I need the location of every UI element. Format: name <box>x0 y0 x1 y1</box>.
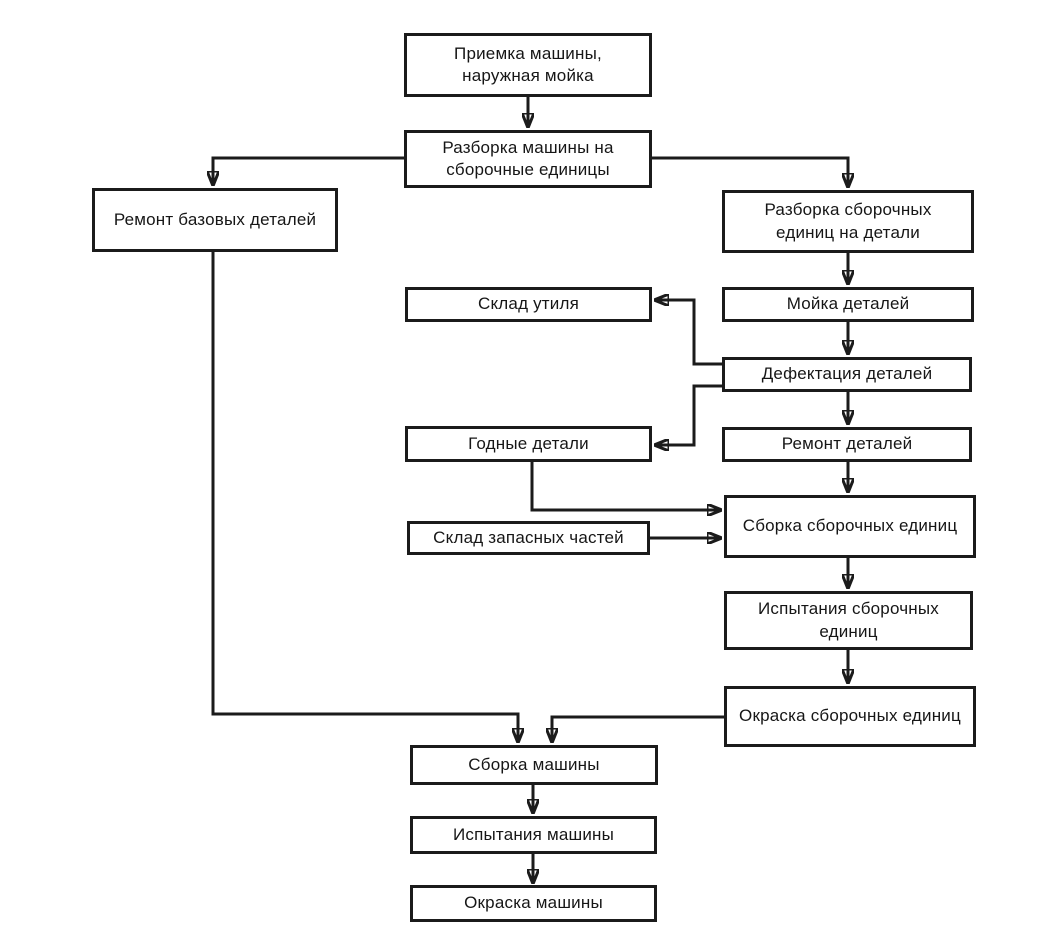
node-sklad-utilya: Склад утиля <box>405 287 652 322</box>
node-label: Сборка сборочных единиц <box>742 516 958 536</box>
node-label: Дефектация деталей <box>761 364 933 384</box>
node-remont-bazovykh-detalei: Ремонт базовых деталей <box>92 188 338 252</box>
node-label: Ремонт деталей <box>781 434 913 454</box>
node-label: Испытания сборочных единиц <box>758 599 939 641</box>
node-ispytaniya-sborochnykh-edinits: Испытания сборочных единиц <box>724 591 973 650</box>
node-label: Окраска машины <box>464 893 603 913</box>
node-label: Приемка машины, наружная мойка <box>454 43 602 85</box>
arrow-defektatsiya-to-godnye-detali <box>656 384 722 445</box>
arrow-godnye-detali-to-sborka-sborochnykh <box>530 462 720 510</box>
node-priemka-mashiny: Приемка машины, наружная мойка <box>404 33 652 97</box>
node-razborka-mashiny: Разборка машины на сборочные единицы <box>404 130 652 188</box>
node-sklad-zapasnykh-chastei: Склад запасных частей <box>407 521 650 555</box>
node-label: Окраска сборочных единиц <box>739 706 961 726</box>
node-label: Мойка деталей <box>786 294 910 314</box>
node-ispytaniya-mashiny: Испытания машины <box>410 816 657 854</box>
node-moika-detalei: Мойка деталей <box>722 287 974 322</box>
node-remont-detalei: Ремонт деталей <box>722 427 972 462</box>
node-defektatsiya-detalei: Дефектация деталей <box>722 357 972 392</box>
arrow-razborka-to-remont-bazovykh <box>213 156 404 184</box>
node-godnye-detali: Годные детали <box>405 426 652 462</box>
arrow-remont-bazovykh-to-sborka-mashiny <box>211 252 518 741</box>
node-label: Сборка машины <box>468 754 600 774</box>
node-label: Склад утиля <box>477 294 580 314</box>
node-sborka-sborochnykh-edinits: Сборка сборочных единиц <box>724 495 976 558</box>
node-sborka-mashiny: Сборка машины <box>410 745 658 785</box>
arrow-razborka-to-razborka-sborochnykh <box>652 156 848 186</box>
node-label: Испытания машины <box>452 824 615 844</box>
node-label: Разборка сборочных единиц на детали <box>764 200 932 242</box>
arrow-defektatsiya-to-sklad-utilya <box>656 300 722 366</box>
node-okraska-mashiny: Окраска машины <box>410 885 657 922</box>
arrow-okraska-sborochnykh-to-sborka-mashiny <box>552 715 724 741</box>
node-razborka-sborochnykh-edinits: Разборка сборочных единиц на детали <box>722 190 974 253</box>
node-okraska-sborochnykh-edinits: Окраска сборочных единиц <box>724 686 976 747</box>
node-label: Ремонт базовых деталей <box>113 209 317 229</box>
node-label: Годные детали <box>468 433 589 453</box>
node-label: Разборка машины на сборочные единицы <box>442 137 614 179</box>
node-label: Склад запасных частей <box>433 527 624 547</box>
